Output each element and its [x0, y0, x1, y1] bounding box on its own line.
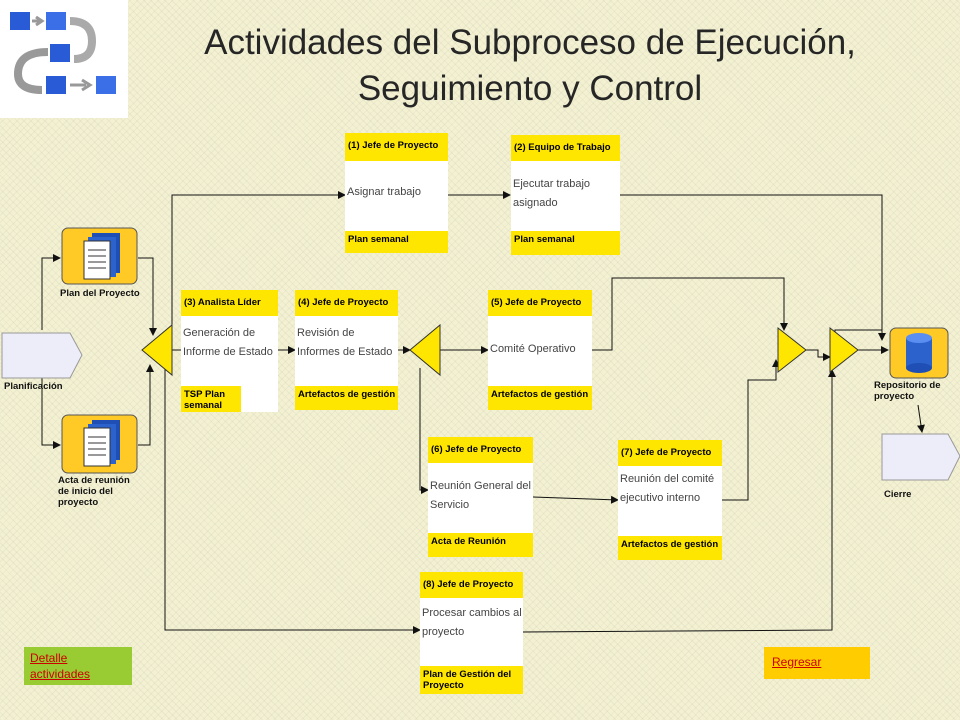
activity-artifact: Acta de Reunión: [428, 533, 533, 557]
activity-artifact: TSP Plan semanal: [181, 386, 241, 412]
activity-role: (3) Analista Líder: [181, 290, 278, 316]
back-button[interactable]: Regresar: [764, 647, 870, 679]
activity-artifact: Artefactos de gestión: [618, 536, 722, 560]
activity-role: (1) Jefe de Proyecto: [345, 133, 448, 161]
process-start-shape: [1, 332, 83, 379]
activity-role: (8) Jefe de Proyecto: [420, 572, 523, 598]
activity-role: (5) Jefe de Proyecto: [488, 290, 592, 316]
merge-triangle-icon: [141, 323, 173, 377]
detail-activities-button[interactable]: Detalle actividades: [24, 647, 132, 685]
activity-box-8[interactable]: (8) Jefe de Proyecto Procesar cambios al…: [420, 572, 523, 694]
activity-box-7[interactable]: (7) Jefe de Proyecto Reunión del comité …: [618, 440, 722, 560]
document-stack-icon: [61, 414, 138, 474]
doc-label-acta: Acta de reunión de inicio del proyecto: [58, 475, 130, 508]
process-flow-icon: [10, 12, 116, 94]
activity-box-4[interactable]: (4) Jefe de Proyecto Revisión de Informe…: [295, 290, 398, 410]
process-end-shape: [881, 433, 960, 481]
merge-triangle-icon: [829, 326, 859, 374]
activity-artifact: Plan de Gestión del Proyecto: [420, 666, 523, 694]
activity-box-5[interactable]: (5) Jefe de Proyecto Comité Operativo Ar…: [488, 290, 592, 410]
activity-task: Generación de Informe de Estado: [183, 327, 273, 358]
activity-role: (6) Jefe de Proyecto: [428, 437, 533, 463]
activity-role: (2) Equipo de Trabajo: [511, 135, 620, 161]
activity-artifact: Artefactos de gestión: [488, 386, 592, 410]
doc-label-plan: Plan del Proyecto: [60, 288, 140, 299]
page-title: Actividades del Subproceso de Ejecución,…: [130, 20, 930, 112]
activity-task: Reunión General del Servicio: [430, 480, 531, 511]
merge-triangle-icon: [409, 323, 441, 377]
activity-box-3[interactable]: (3) Analista Líder Generación de Informe…: [181, 290, 278, 412]
activity-task: Ejecutar trabajo asignado: [513, 178, 591, 209]
doc-label-repo: Repositorio de proyecto: [874, 380, 941, 402]
activity-artifact: Plan semanal: [511, 231, 620, 255]
activity-task: Asignar trabajo: [347, 186, 421, 198]
activity-box-2[interactable]: (2) Equipo de Trabajo Ejecutar trabajo a…: [511, 135, 620, 255]
title-line-1: Actividades del Subproceso de Ejecución,: [204, 23, 856, 62]
activity-task: Comité Operativo: [490, 343, 576, 355]
activity-task: Reunión del comité ejecutivo interno: [620, 473, 715, 504]
merge-triangle-icon: [777, 326, 807, 374]
activity-box-6[interactable]: (6) Jefe de Proyecto Reunión General del…: [428, 437, 533, 557]
activity-artifact: Plan semanal: [345, 231, 448, 253]
logo: [0, 0, 128, 118]
title-line-2: Seguimiento y Control: [357, 69, 703, 108]
activity-artifact: Artefactos de gestión: [295, 386, 398, 410]
process-start-label: Planificación: [4, 381, 63, 392]
activity-role: (7) Jefe de Proyecto: [618, 440, 722, 466]
activity-box-1[interactable]: (1) Jefe de Proyecto Asignar trabajo Pla…: [345, 133, 448, 253]
document-stack-icon: [61, 227, 138, 285]
activity-task: Procesar cambios al proyecto: [422, 607, 522, 638]
database-icon: [889, 327, 949, 379]
activity-role: (4) Jefe de Proyecto: [295, 290, 398, 316]
process-end-label: Cierre: [884, 489, 912, 500]
activity-task: Revisión de Informes de Estado: [297, 327, 393, 358]
